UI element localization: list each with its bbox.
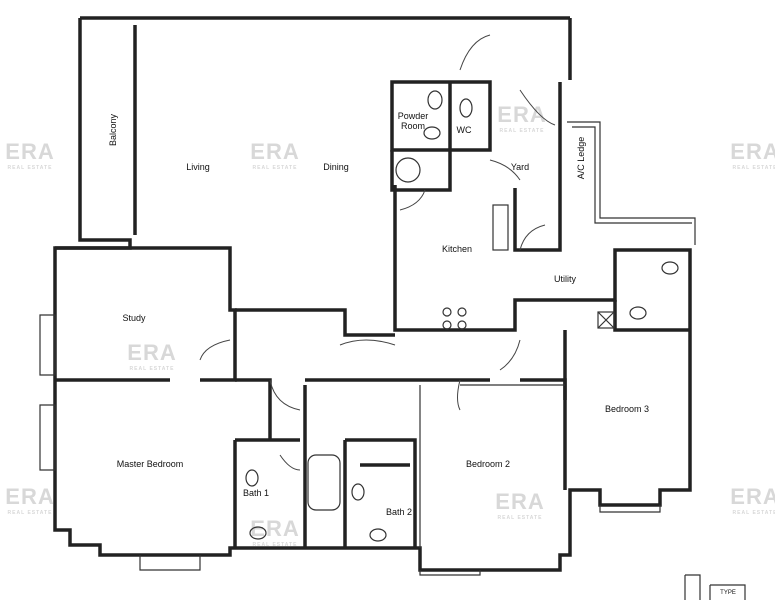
basin	[427, 90, 443, 110]
room-label-dining: Dining	[323, 162, 349, 172]
toilet	[629, 306, 647, 320]
wall	[55, 246, 237, 382]
wall	[53, 18, 692, 572]
room-label-bedroom3: Bedroom 3	[604, 404, 650, 414]
room-label-balcony: Balcony	[108, 113, 118, 147]
ac-ledge-outline	[567, 121, 696, 245]
room-label-utility: Utility	[554, 274, 576, 284]
basin	[661, 261, 679, 275]
kitchen-sink	[492, 204, 509, 251]
door-arc	[399, 34, 556, 251]
room-label-yard: Yard	[510, 162, 530, 172]
room-label-kitchen: Kitchen	[441, 244, 473, 254]
shaft-cross	[597, 311, 615, 329]
toilet	[459, 98, 473, 118]
wall	[390, 150, 452, 192]
room-label-bath2: Bath 2	[385, 507, 413, 517]
wall	[235, 378, 272, 440]
room-label-powder-room: Powder Room	[397, 111, 429, 131]
wall	[513, 82, 562, 252]
window	[39, 314, 661, 576]
door-arc	[199, 339, 521, 471]
room-label-ac-ledge: A/C Ledge	[576, 136, 586, 180]
washing-machine	[395, 157, 421, 183]
room-label-bedroom2: Bedroom 2	[465, 459, 511, 469]
basin	[245, 469, 259, 487]
room-label-study: Study	[122, 313, 146, 323]
key-plan-icon	[684, 574, 746, 600]
wall	[393, 185, 692, 332]
wall	[520, 378, 567, 400]
wall	[235, 385, 417, 548]
basin	[351, 483, 365, 501]
key-plan-label: TYPE	[720, 590, 736, 596]
toilet	[423, 126, 441, 140]
wall	[235, 308, 395, 337]
shaft	[597, 311, 615, 329]
stove	[442, 307, 467, 330]
wall	[390, 80, 492, 152]
bathtub	[307, 454, 341, 511]
room-label-bath1: Bath 1	[242, 488, 270, 498]
room-label-living: Living	[186, 162, 210, 172]
toilet	[369, 528, 387, 542]
toilet	[249, 526, 267, 540]
room-label-wc: WC	[456, 125, 472, 135]
room-label-master-bedroom: Master Bedroom	[116, 459, 184, 469]
bedroom2-wall	[419, 384, 565, 548]
wall	[613, 300, 690, 332]
